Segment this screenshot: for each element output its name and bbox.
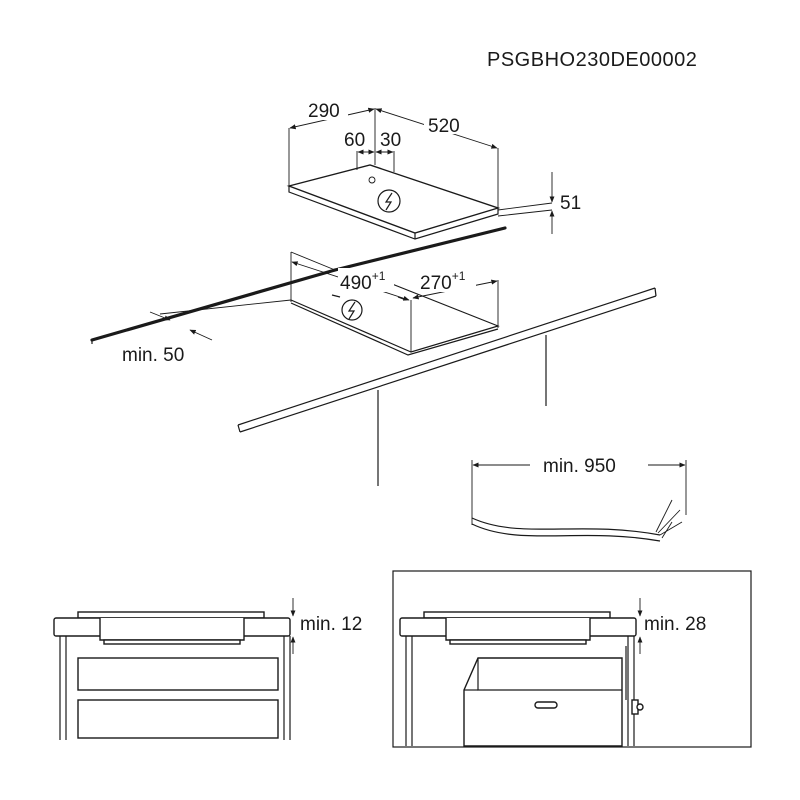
hob-glass-top [286, 164, 501, 234]
document-code: PSGBHO230DE00002 [487, 49, 697, 71]
clearance-label-right: min. 28 [644, 614, 706, 635]
drawer-lower [77, 699, 279, 739]
worktop-front-edge [90, 268, 337, 342]
cable-length-label: min. 950 [543, 456, 616, 477]
cutout-depth-label: 270+1 [420, 269, 466, 294]
hob-top-view: 290 520 60 30 51 [286, 100, 581, 240]
dim-left-offset-label: 60 [344, 130, 365, 151]
cutout-width-label: 490+1 [340, 269, 386, 294]
oven-install-frame [392, 570, 752, 748]
bottom-left-drawer-install: min. 12 [53, 598, 362, 740]
dim-height-label: 51 [560, 193, 581, 214]
worktop-cutout: 490+1 270+1 min. 50 [90, 226, 657, 486]
dim-right-offset-label: 30 [380, 130, 401, 151]
power-cable: min. 950 [471, 456, 687, 542]
cutout-outline [290, 279, 500, 353]
drawer-upper [77, 657, 279, 691]
hob-control-mark [368, 176, 376, 184]
clearance-label-left: min. 12 [300, 614, 362, 635]
cable-wire [471, 517, 661, 536]
bottom-right-oven-install: min. 28 [392, 570, 752, 748]
edge-distance-label: min. 50 [122, 345, 184, 366]
dim-depth-label: 290 [308, 101, 340, 122]
dim-width-label: 520 [428, 116, 460, 137]
oven-handle [534, 701, 558, 709]
electrical-symbol-icon [377, 189, 401, 213]
cutout-electrical-symbol-icon [341, 299, 363, 321]
